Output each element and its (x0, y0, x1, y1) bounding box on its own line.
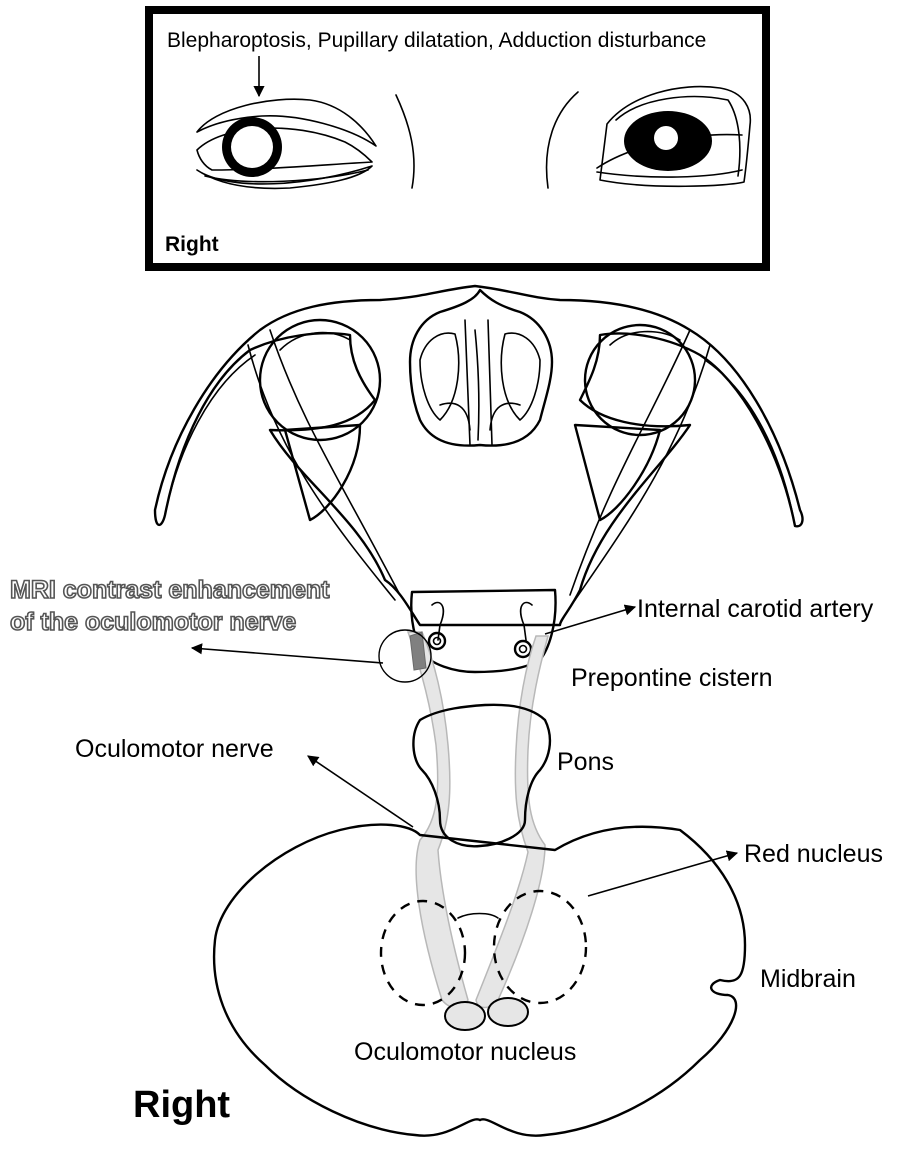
carotid-leader (545, 607, 635, 634)
red-nucleus-label: Red nucleus (744, 840, 883, 868)
oculomotor-nerve-leader (308, 756, 413, 827)
midbrain-label: Midbrain (760, 965, 856, 993)
prepontine-cistern-label: Prepontine cistern (571, 664, 773, 692)
oculomotor-nucleus-label: Oculomotor nucleus (354, 1038, 576, 1066)
mri-label-line1: MRI contrast enhancement (10, 576, 330, 604)
right-oculomotor-nerve (408, 632, 468, 1008)
symptoms-label: Blepharoptosis, Pupillary dilatation, Ad… (167, 29, 706, 52)
right-oculomotor-nucleus (445, 1002, 485, 1030)
red-nucleus-leader (588, 853, 737, 896)
inset-side-label: Right (165, 233, 219, 256)
pons-label: Pons (557, 748, 614, 776)
oculomotor-nerve-label: Oculomotor nerve (75, 735, 274, 763)
internal-carotid-label: Internal carotid artery (637, 595, 874, 623)
symptom-inset: Blepharoptosis, Pupillary dilatation, Ad… (149, 10, 766, 267)
left-carotid (515, 641, 531, 657)
mri-leader (192, 648, 383, 663)
right-carotid (429, 633, 445, 649)
side-label: Right (133, 1084, 230, 1126)
mri-label-line2: of the oculomotor nerve (10, 608, 296, 636)
left-globe (585, 325, 695, 435)
left-oculomotor-nerve (476, 636, 548, 1008)
left-oculomotor-nucleus (488, 998, 528, 1026)
oculomotor-nerves (379, 630, 548, 1008)
midbrain (214, 825, 745, 1136)
